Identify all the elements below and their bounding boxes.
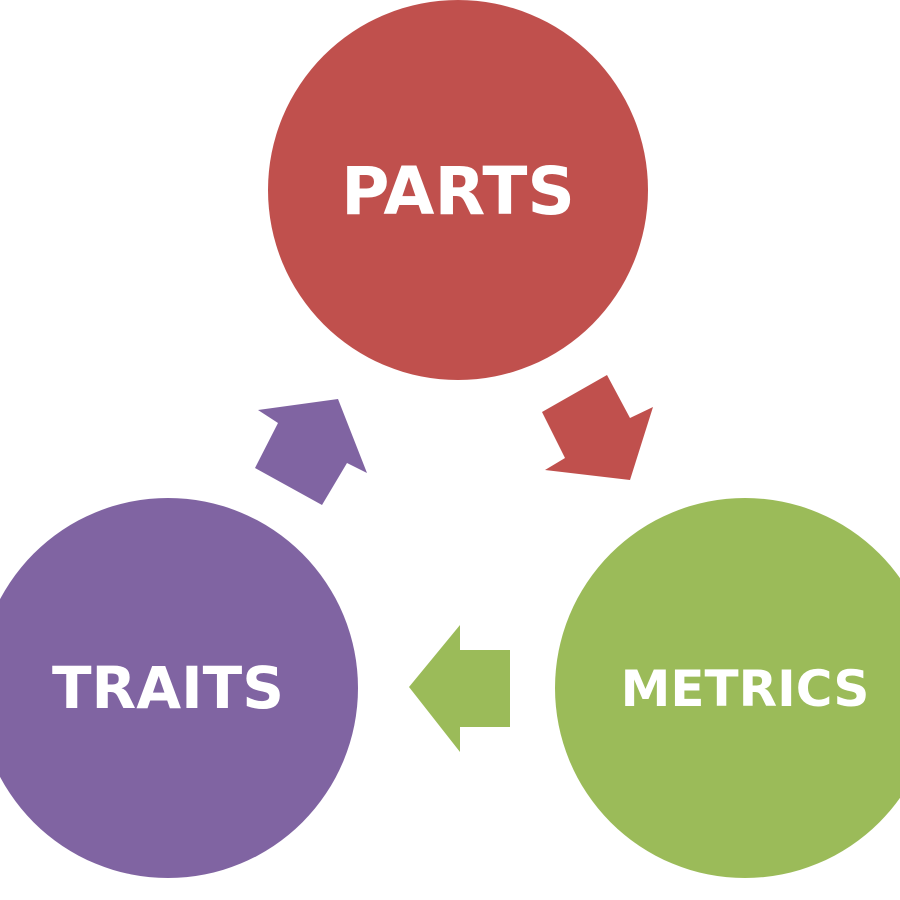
node-traits-circle: [0, 498, 358, 878]
node-metrics-circle: [555, 498, 900, 878]
node-parts-label: PARTS: [341, 153, 575, 230]
arrow-metrics-to-traits-icon: [409, 625, 510, 752]
node-metrics-label: METRICS: [621, 660, 870, 718]
node-traits-label: TRAITS: [52, 654, 284, 722]
arrow-parts-to-metrics-icon: [542, 375, 653, 480]
node-parts-circle: [268, 0, 648, 380]
arrow-traits-to-parts-icon: [255, 399, 367, 505]
